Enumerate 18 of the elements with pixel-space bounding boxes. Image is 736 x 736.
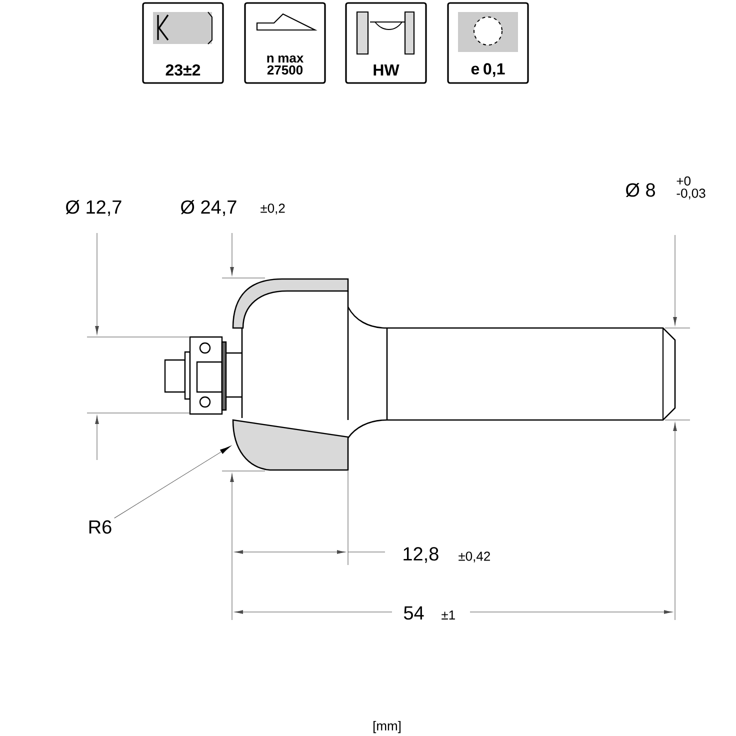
- cutter-wing: [232, 419, 349, 471]
- unit-label: [mm]: [374, 720, 401, 734]
- dimension-label: 12,8: [404, 547, 438, 563]
- spec-box: e 0,1: [447, 2, 529, 84]
- tolerance-label: -0,03: [676, 188, 706, 200]
- dimension-label: Ø 24,7: [180, 200, 236, 216]
- tolerance-label: ±1: [442, 610, 455, 620]
- tolerance-label: ±0,2: [260, 204, 285, 214]
- dimension-label: 54: [404, 606, 424, 620]
- dimension-label: Ø 8: [626, 182, 655, 198]
- leader-line: [114, 446, 231, 518]
- spec-box: HW: [345, 2, 427, 84]
- spec-box: 23±2: [142, 2, 224, 84]
- spec-box: n max 27500: [244, 2, 326, 84]
- dimension-label: Ø 12,7: [66, 200, 122, 216]
- radius-label: R6: [89, 520, 112, 534]
- tolerance-label: ±0,42: [458, 552, 490, 562]
- tolerance-label: +0: [676, 176, 691, 186]
